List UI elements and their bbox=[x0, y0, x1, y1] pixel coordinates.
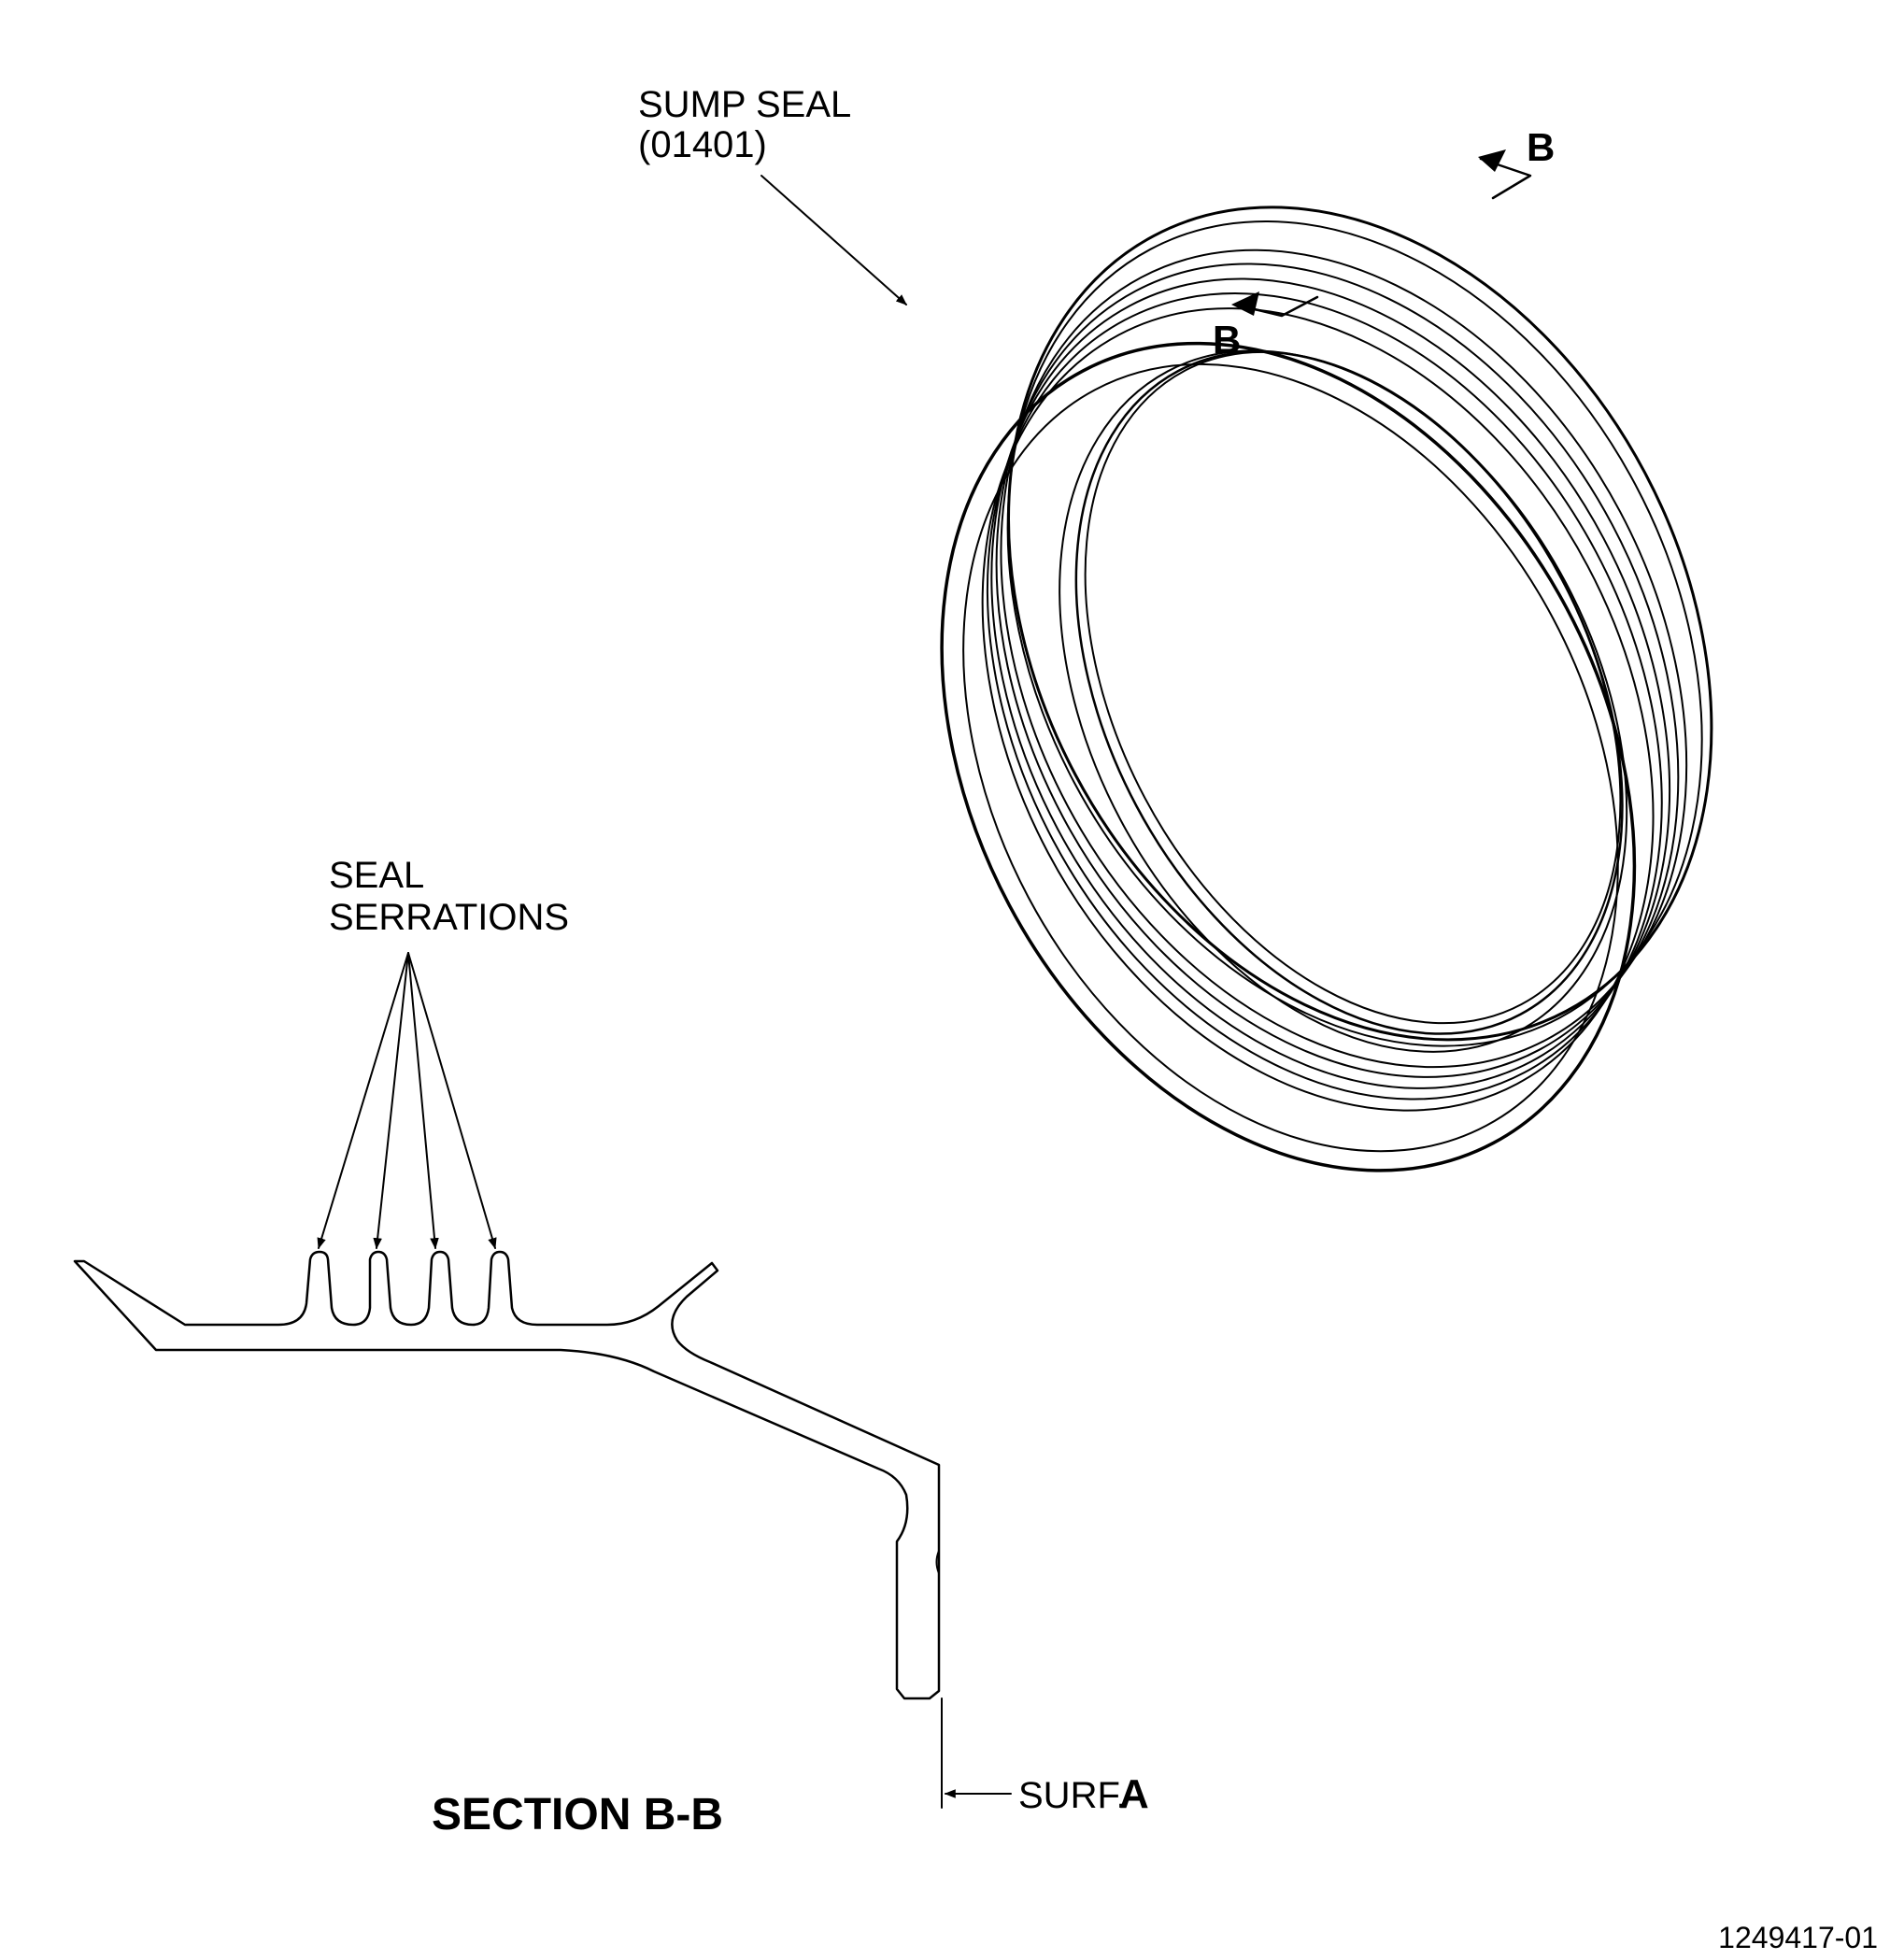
sump-seal-ring bbox=[940, 206, 1713, 1172]
seal-serrations-label-line2: SERRATIONS bbox=[329, 897, 569, 938]
sump-seal-callout: SUMP SEAL (01401) bbox=[638, 84, 907, 305]
section-marker-top: B bbox=[1478, 125, 1555, 200]
section-marker-label: B bbox=[1527, 125, 1555, 169]
seal-serrations-callout: SEAL SERRATIONS bbox=[317, 855, 569, 1250]
section-marker-ring: B bbox=[1213, 291, 1319, 362]
seal-serrations-label-line1: SEAL bbox=[329, 855, 424, 896]
sump-seal-label-line1: SUMP SEAL bbox=[638, 84, 851, 125]
section-b-b-profile bbox=[73, 1250, 1012, 1809]
drawing-number: 1249417-01 bbox=[1718, 1921, 1878, 1954]
sump-seal-label-line2: (01401) bbox=[638, 124, 767, 165]
surface-a-label: SURF. A bbox=[1018, 1771, 1149, 1817]
section-title: SECTION B-B bbox=[432, 1790, 723, 1839]
surf-prefix: SURF. bbox=[1018, 1775, 1127, 1816]
section-marker-label: B bbox=[1213, 318, 1241, 362]
surf-letter: A bbox=[1119, 1771, 1149, 1817]
